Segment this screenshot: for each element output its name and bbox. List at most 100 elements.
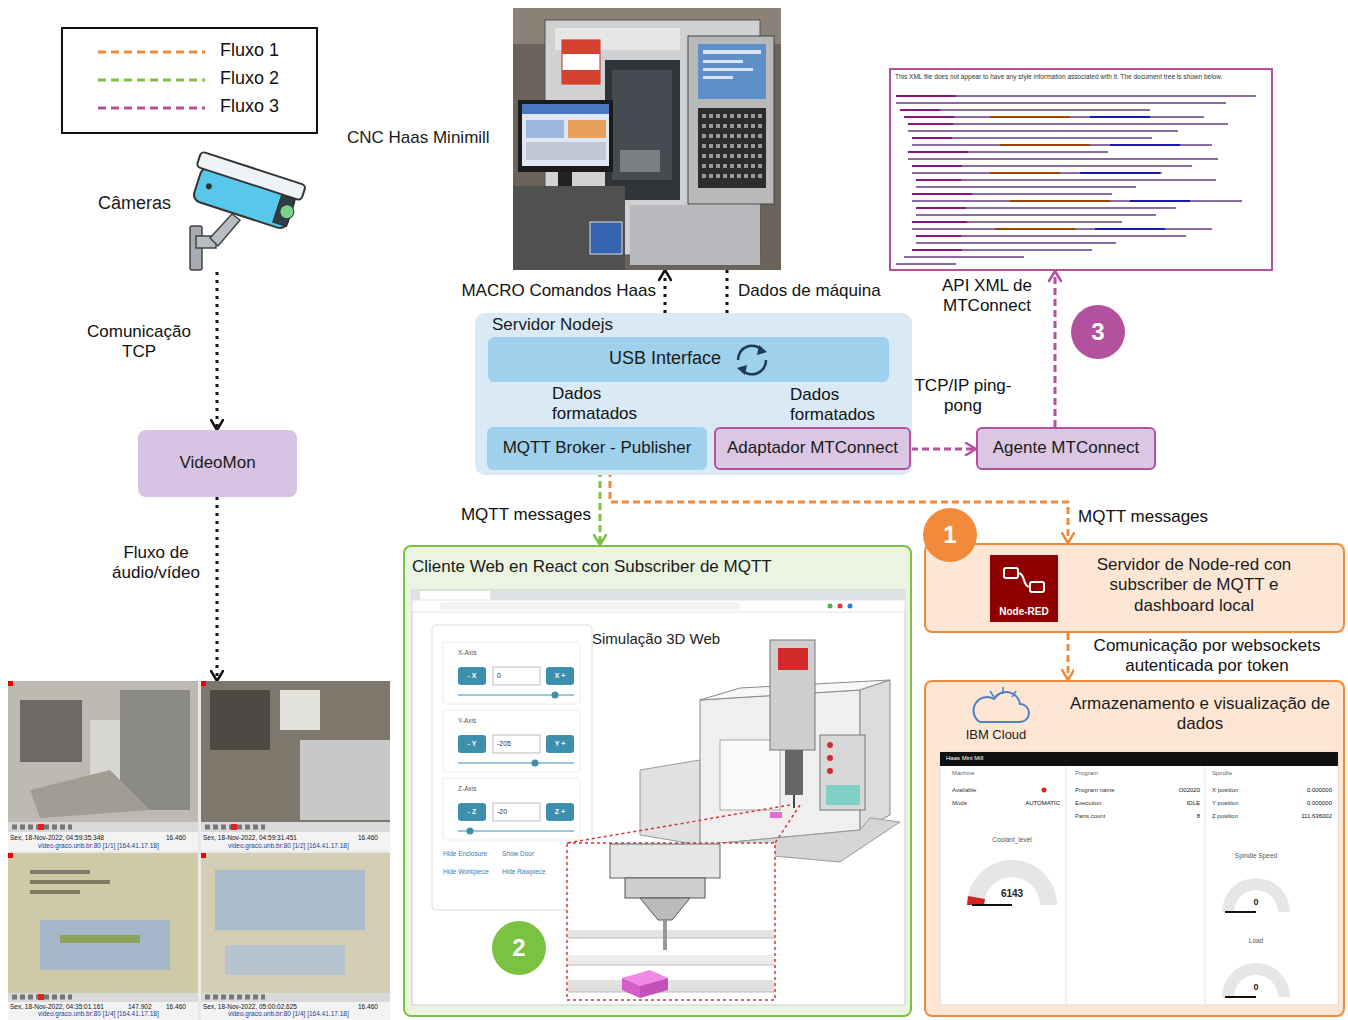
- screen-title: Simulação 3D Web: [592, 630, 762, 648]
- node-text: 16.460: [358, 1003, 390, 1010]
- gauge-value: 0: [1246, 897, 1266, 908]
- connector-label: Fluxo de áudio/vídeo: [103, 543, 209, 584]
- node-text: This XML file does not appear to have an…: [895, 73, 1267, 81]
- text-slot: 0: [1246, 982, 1266, 993]
- axis-label: Y-Axis: [458, 717, 518, 725]
- browser-screenshot: [820, 735, 865, 810]
- cnc-photo: [562, 70, 600, 84]
- browser-screenshot: [778, 648, 808, 670]
- text-slot: Spindle Speed: [1222, 852, 1290, 860]
- logo-text: IBM Cloud: [946, 727, 1046, 743]
- text-slot: Coolant_level: [977, 836, 1047, 844]
- legend-swatch: [95, 96, 207, 120]
- video-grid: [201, 681, 390, 822]
- browser-screenshot: [412, 590, 905, 1005]
- browser-screenshot: [568, 955, 774, 965]
- text-slot: IBM Cloud: [946, 727, 1046, 743]
- gauge-title: Load: [1222, 937, 1290, 945]
- video-grid: [300, 740, 390, 820]
- legend-text: Fluxo 3: [220, 96, 310, 118]
- browser-screenshot: [412, 600, 905, 612]
- flow-connector: [911, 448, 976, 451]
- gauge-title: Coolant_level: [977, 836, 1047, 844]
- text-slot: Sex, 18-Nov-2022, 04:35:01.161: [10, 1003, 122, 1010]
- browser-screenshot: [827, 742, 833, 748]
- text-slot: Hide Enclosure: [443, 850, 499, 858]
- connector-label: Dados formatados: [790, 385, 890, 426]
- text-slot: Cliente Web en React con Subscriber de M…: [412, 557, 892, 577]
- node-text: USB Interface: [600, 348, 730, 370]
- sync-icon: [737, 365, 747, 375]
- cnc-photo: [568, 120, 606, 138]
- dashboard-screenshot: [967, 896, 985, 905]
- cnc-photo: [562, 40, 600, 54]
- node-text: Cliente Web en React con Subscriber de M…: [412, 557, 892, 577]
- text-slot: -20: [497, 808, 537, 816]
- text-slot: Y-Axis: [458, 717, 518, 725]
- browser-screenshot: [458, 667, 486, 685]
- dashboard-screenshot: [972, 904, 1012, 906]
- flow-connector: [1054, 271, 1057, 427]
- text-slot: Sex, 18-Nov-2022, 04:59:35.348: [10, 834, 122, 841]
- field-value: 0.000000: [1280, 800, 1332, 807]
- node-text: Agente MTConnect: [993, 438, 1139, 458]
- video-grid: [20, 700, 82, 762]
- gauge-value: 0: [1246, 982, 1266, 993]
- callout-number: 2: [492, 921, 546, 975]
- browser-screenshot: [493, 667, 540, 685]
- node-text: video.graco.unb.br:80 [1/1] [164.41.17.1…: [38, 842, 200, 849]
- ui-link: Hide Rawpiece: [502, 868, 558, 876]
- flow-connector: [599, 470, 602, 545]
- browser-screenshot: [567, 805, 800, 843]
- node-red-logo: [1030, 582, 1044, 592]
- process-box: Adaptador MTConnect: [714, 427, 911, 470]
- browser-screenshot: [458, 695, 574, 831]
- text-slot: 8: [1150, 813, 1200, 820]
- text-slot: CNC Haas Minimill: [347, 128, 512, 148]
- text-slot: Load: [1222, 937, 1290, 945]
- video-grid: [8, 681, 390, 1020]
- text-slot: Machine: [952, 770, 1012, 777]
- connector-label: Comunicação por websockets autenticada p…: [1074, 636, 1340, 677]
- field-value: 111.636002: [1280, 813, 1332, 820]
- node-text: MQTT Broker - Publisher: [503, 438, 692, 458]
- browser-screenshot: [420, 591, 490, 600]
- dashboard-screenshot: [940, 752, 1338, 1005]
- field-value: IDLE: [1150, 800, 1200, 807]
- text-slot: - Z: [458, 808, 486, 816]
- text-slot: Sex, 18-Nov-2022, 05:00:02.625: [203, 1003, 315, 1010]
- video-grid: [210, 690, 270, 750]
- axis-label: X-Axis: [458, 649, 518, 657]
- text-slot: 16.460: [358, 834, 390, 841]
- text-slot: Dados de máquina: [738, 281, 918, 301]
- text-slot: Câmeras: [98, 193, 198, 215]
- browser-screenshot: [546, 667, 574, 685]
- dashboard-screenshot: [1066, 766, 1205, 1005]
- button-text: X +: [546, 672, 574, 680]
- video-grid: [30, 890, 80, 894]
- text-slot: MQTT messages: [1078, 507, 1243, 527]
- node-red-logo: [1018, 573, 1030, 587]
- camera-node: Câmeras: [95, 150, 305, 272]
- field-name: Execution: [1075, 800, 1135, 807]
- xml-view: This XML file does not appear to have an…: [889, 68, 1273, 271]
- cnc-photo: [526, 120, 564, 138]
- flow-connector: [216, 497, 219, 681]
- node-text: 16.460: [166, 834, 198, 841]
- browser-screenshot: [827, 755, 833, 761]
- camera-icon: [205, 183, 213, 191]
- cnc-photo: [513, 186, 625, 270]
- browser-screenshot: [770, 640, 815, 750]
- text-slot: video.graco.unb.br:80 [1/2] [164.41.17.1…: [228, 842, 390, 849]
- gauge-title: Spindle Speed: [1222, 852, 1290, 860]
- ui-link: Hide Enclosure: [443, 850, 499, 858]
- text-slot: O02020: [1150, 787, 1200, 794]
- cnc-photo: [630, 205, 760, 265]
- text-slot: USB Interface: [600, 348, 730, 370]
- text-slot: 16.460: [166, 1003, 198, 1010]
- process-box: MQTT Broker - Publisher: [487, 427, 707, 470]
- browser-screenshot: [568, 938, 774, 992]
- legend-line: [98, 107, 205, 110]
- button-text: - X: [458, 672, 486, 680]
